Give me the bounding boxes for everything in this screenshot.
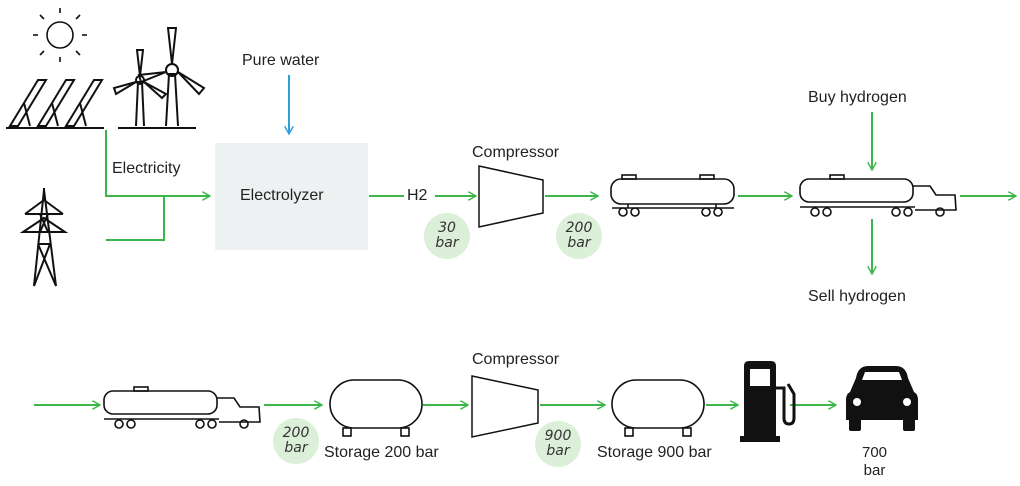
- sun-icon: [33, 8, 87, 62]
- storage-tank-icon: [329, 379, 423, 437]
- compressor-label-bottom: Compressor: [472, 351, 560, 368]
- pressure-unit: bar: [546, 443, 570, 459]
- pressure-value: 200: [282, 425, 310, 441]
- pressure-unit: bar: [863, 462, 886, 479]
- rail-tank-car-icon: [610, 174, 735, 217]
- pressure-200-bottom-text: 200 bar: [274, 426, 318, 456]
- car-icon: [846, 366, 918, 431]
- pressure-unit: bar: [567, 235, 591, 251]
- pressure-value: 200: [565, 220, 593, 236]
- pressure-value: 900: [544, 428, 572, 444]
- car-pressure-text: 700 bar: [862, 444, 887, 480]
- electrolyzer-label: Electrolyzer: [240, 187, 324, 204]
- pressure-value: 30: [438, 220, 456, 236]
- pressure-unit: bar: [284, 440, 308, 456]
- buy-hydrogen-label: Buy hydrogen: [808, 89, 907, 106]
- compressor-icon: [471, 375, 539, 438]
- power-pylon-icon: [19, 188, 69, 287]
- electricity-label: Electricity: [112, 160, 181, 177]
- compressor-icon: [478, 165, 544, 228]
- solar-panel-icon: [6, 79, 104, 129]
- compressor-label-top: Compressor: [472, 144, 560, 161]
- tanker-truck-icon: [799, 174, 957, 217]
- fuel-pump-icon: [740, 361, 796, 442]
- storage-tank-icon: [611, 379, 705, 437]
- h2-label: H2: [407, 187, 428, 204]
- pressure-bubble-200-top: [556, 213, 602, 259]
- storage-900-label: Storage 900 bar: [597, 444, 712, 461]
- pure-water-label: Pure water: [242, 52, 320, 69]
- flow-lines-top: [105, 112, 1016, 274]
- tanker-truck-icon: [103, 386, 261, 429]
- pressure-900-text: 900 bar: [536, 429, 580, 459]
- wind-turbine-icon: [112, 27, 206, 129]
- pressure-200-top-text: 200 bar: [557, 221, 601, 251]
- sell-hydrogen-label: Sell hydrogen: [808, 288, 906, 305]
- pressure-bubble-200-bottom: [273, 418, 319, 464]
- pressure-value: 700: [862, 444, 888, 461]
- pressure-30-text: 30 bar: [425, 221, 469, 251]
- storage-200-label: Storage 200 bar: [324, 444, 439, 461]
- pressure-unit: bar: [435, 235, 459, 251]
- pressure-bubble-30: [424, 213, 470, 259]
- electrolyzer-box: [215, 143, 368, 250]
- pressure-bubble-900: [535, 421, 581, 467]
